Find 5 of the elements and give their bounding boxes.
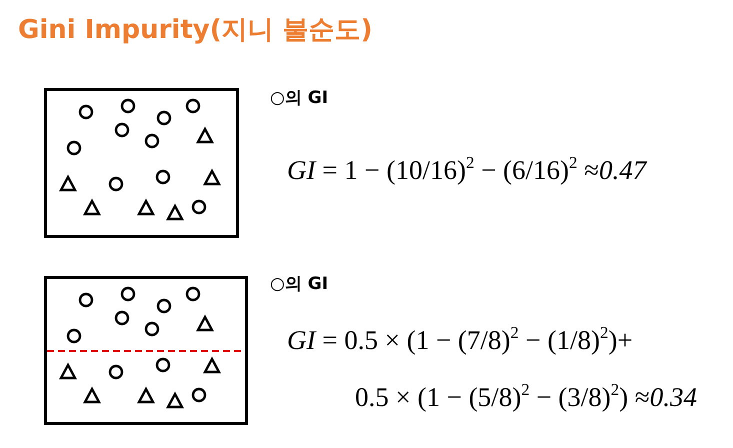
- section-heading: ○의 GI: [270, 274, 328, 294]
- formula: GI = 0.5 × (1 − (7/8)$^{2}$ − (1/8)$^{2}$)+ 0.5 × (1 − (5/8)$^{2}$ − (3/8)$^{2}$) ≈0.34: [287, 322, 697, 414]
- formula: GI = 1 − (10/16)$^{2}$ − (6/16)$^{2}$ ≈0.47: [287, 152, 646, 187]
- section-heading: ○의 GI: [270, 88, 328, 108]
- slide-title: Gini Impurity(지니 불순도): [18, 15, 373, 46]
